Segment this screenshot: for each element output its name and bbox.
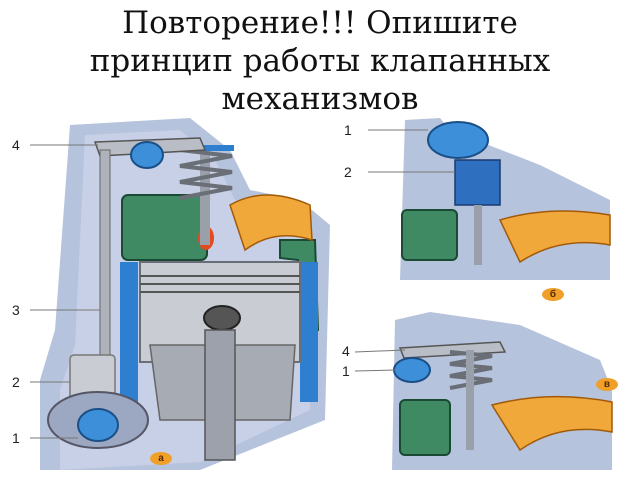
diagram-c-rocker [398, 341, 507, 359]
diagram-c-callout-4: 4 [342, 343, 350, 359]
title-line-2: принцип работы клапанных [89, 43, 551, 79]
diagram-a-badge: а [150, 452, 172, 465]
slide-title: Повторение!!! Опишите принцип работы кла… [0, 4, 640, 118]
piston-pin [203, 305, 241, 331]
diagram-a-callout-2: 2 [12, 374, 20, 390]
rocker-shaft [130, 141, 164, 169]
title-line-1: Повторение!!! Опишите [122, 5, 518, 41]
camshaft [77, 408, 119, 442]
cylinder-wall-right [300, 262, 318, 402]
cylinder-wall-left [120, 262, 138, 422]
diagram-b-callout-1: 1 [344, 122, 352, 138]
valve-spring [179, 148, 233, 200]
diagram-c-callout-1: 1 [342, 363, 350, 379]
diagram-b-cooling [401, 209, 458, 261]
diagram-c-spring [449, 350, 493, 390]
diagram-b-badge: б [542, 288, 564, 301]
cooling-jacket-left [121, 194, 208, 261]
diagram-a-callout-1: 1 [12, 430, 20, 446]
diagram-b-callout-2: 2 [344, 164, 352, 180]
diagram-c-cooling [399, 399, 451, 456]
diagram-b-port [498, 210, 611, 264]
diagram-c-cam [393, 357, 431, 383]
diagram-a-callout-4: 4 [12, 137, 20, 153]
diagram-b-cam [427, 121, 489, 159]
connecting-rod [204, 329, 236, 461]
diagram-c-port [490, 395, 613, 452]
valve-stem [200, 150, 210, 245]
exhaust-port [229, 194, 313, 252]
diagram-c-badge: в [596, 378, 618, 391]
diagram-a-callout-3: 3 [12, 302, 20, 318]
diagram-b-bucket [454, 159, 501, 206]
pushrod [99, 149, 111, 361]
title-line-3: механизмов [221, 81, 419, 117]
